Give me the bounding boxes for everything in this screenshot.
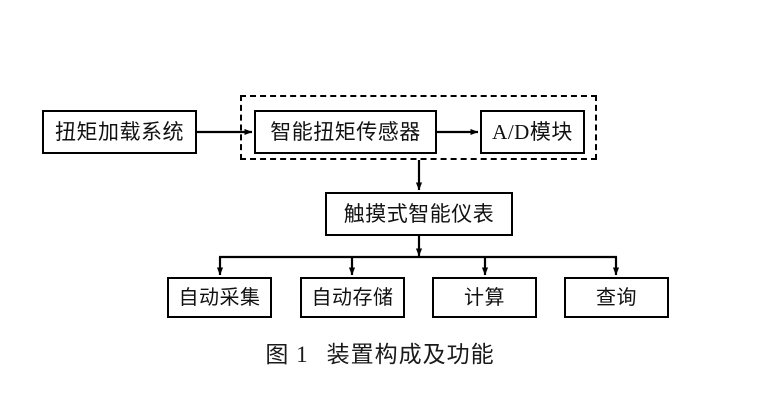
node-smart-torque-sensor[interactable]: 智能扭矩传感器 [254,110,437,154]
node-label-auto-collect: 自动采集 [178,286,261,309]
node-calculate[interactable]: 计算 [432,277,537,318]
figure-caption-number: 图 1 [265,342,309,367]
figure-caption-title: 装置构成及功能 [326,342,495,367]
figure-caption: 图 1 装置构成及功能 [0,335,760,369]
node-touch-smart-instrument[interactable]: 触摸式智能仪表 [325,192,513,236]
node-query[interactable]: 查询 [564,277,669,318]
node-auto-storage[interactable]: 自动存储 [300,277,405,318]
node-label-ad-module: A/D模块 [492,119,573,144]
node-torque-loading-system[interactable]: 扭矩加载系统 [42,110,197,154]
node-label-torque-loading-system: 扭矩加载系统 [55,119,184,144]
node-label-calculate: 计算 [464,286,505,309]
node-label-smart-torque-sensor: 智能扭矩传感器 [270,119,421,144]
node-ad-module[interactable]: A/D模块 [480,110,585,154]
node-label-touch-smart-instrument: 触摸式智能仪表 [343,201,495,226]
sensor-acquisition-group-frame [240,95,597,160]
node-label-query: 查询 [596,286,637,309]
node-label-auto-storage: 自动存储 [311,286,394,309]
node-auto-collect[interactable]: 自动采集 [167,277,272,318]
